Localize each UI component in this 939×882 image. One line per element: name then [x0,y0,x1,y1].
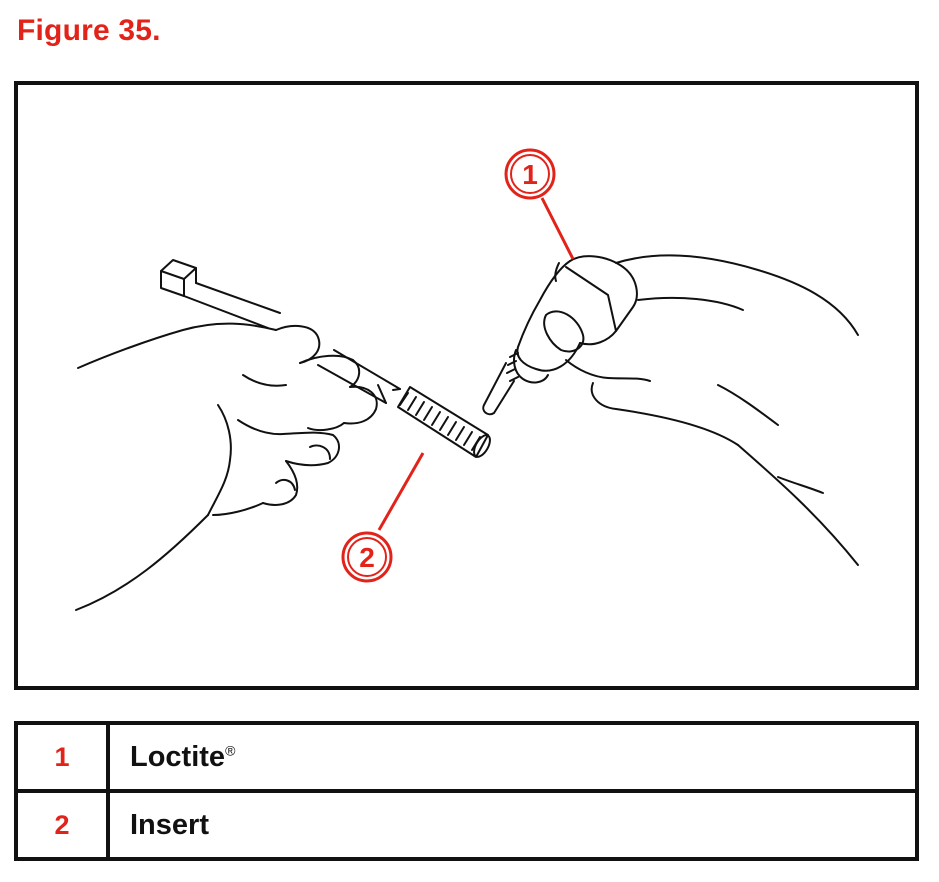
loctite-bottle [482,255,638,416]
legend-description: Insert [106,789,919,861]
registered-mark: ® [225,741,236,758]
callout-2-label: 2 [359,542,375,573]
legend-row: 1 Loctite® [14,721,919,793]
figure-title: Figure 35. [17,14,161,47]
legend-number: 2 [14,789,110,861]
callout-1: 1 [504,148,556,200]
figure-frame: 1 2 [14,81,919,690]
legend-table: 1 Loctite® 2 Insert [14,721,919,861]
callout-1-label: 1 [522,159,538,190]
legend-label: Loctite [130,740,226,773]
illustration: 1 2 [75,148,859,611]
legend-description: Loctite® [106,721,919,793]
insert-part [397,386,491,458]
callout-leaders [377,197,575,531]
legend-number: 1 [14,721,110,793]
callout-2: 2 [341,531,393,583]
left-hand [75,322,378,611]
driver-tool [160,259,401,404]
legend-label: Insert [130,808,209,841]
legend-row: 2 Insert [14,789,919,861]
right-hand [565,254,859,566]
